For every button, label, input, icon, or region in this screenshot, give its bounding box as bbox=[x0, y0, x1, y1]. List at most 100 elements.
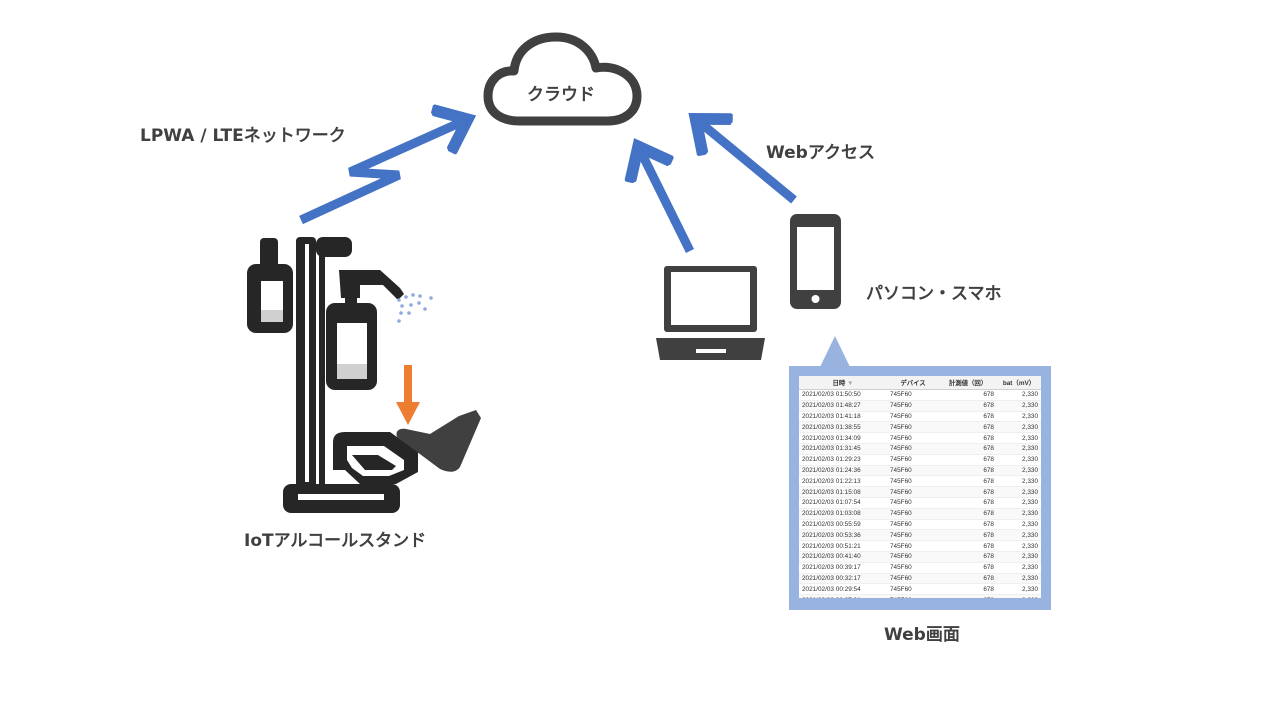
cell-count: 678 bbox=[939, 540, 997, 552]
cell-battery: 2,330 bbox=[997, 583, 1041, 596]
cell-count: 678 bbox=[939, 432, 997, 444]
alcohol-stand-label: IoTアルコールスタンド bbox=[244, 531, 427, 551]
cloud-label: クラウド bbox=[527, 85, 595, 105]
cell-battery: 2,330 bbox=[997, 594, 1041, 598]
table-header-row: 日時 ▼ デバイス 計測値（回） bat（mV） bbox=[799, 376, 1041, 390]
cell-device: 745F60 bbox=[887, 411, 939, 423]
cell-date: 2021/02/03 00:51:21 bbox=[799, 540, 887, 552]
cell-date: 2021/02/03 01:29:23 bbox=[799, 454, 887, 466]
column-header-count[interactable]: 計測値（回） bbox=[939, 376, 997, 390]
cell-battery: 2,330 bbox=[997, 519, 1041, 531]
cell-device: 745F60 bbox=[887, 594, 939, 598]
cell-battery: 2,330 bbox=[997, 508, 1041, 520]
cell-count: 678 bbox=[939, 519, 997, 531]
smartphone-icon bbox=[790, 214, 841, 309]
cell-date: 2021/02/03 00:27:31 bbox=[799, 594, 887, 598]
cell-device: 745F60 bbox=[887, 583, 939, 596]
cell-battery: 2,330 bbox=[997, 529, 1041, 542]
cell-date: 2021/02/03 01:50:50 bbox=[799, 389, 887, 401]
cell-device: 745F60 bbox=[887, 432, 939, 444]
cell-date: 2021/02/03 01:41:18 bbox=[799, 411, 887, 423]
cell-battery: 2,330 bbox=[997, 497, 1041, 509]
cell-count: 678 bbox=[939, 475, 997, 488]
network-label: LPWA / LTEネットワーク bbox=[140, 126, 346, 146]
cell-date: 2021/02/03 01:24:36 bbox=[799, 465, 887, 477]
cell-count: 678 bbox=[939, 421, 997, 434]
cell-battery: 2,330 bbox=[997, 540, 1041, 552]
cell-device: 745F60 bbox=[887, 573, 939, 585]
cell-device: 745F60 bbox=[887, 443, 939, 455]
cell-date: 2021/02/03 00:55:59 bbox=[799, 519, 887, 531]
cell-count: 678 bbox=[939, 594, 997, 598]
column-header-device[interactable]: デバイス bbox=[887, 376, 939, 390]
foot-icon bbox=[396, 410, 481, 472]
web-access-label: Webアクセス bbox=[766, 143, 875, 163]
devices-label: パソコン・スマホ bbox=[866, 284, 1002, 304]
sort-down-icon[interactable]: ▼ bbox=[847, 380, 854, 387]
cell-date: 2021/02/03 01:03:08 bbox=[799, 508, 887, 520]
cell-date: 2021/02/03 00:29:54 bbox=[799, 583, 887, 596]
cell-battery: 2,330 bbox=[997, 411, 1041, 423]
cell-device: 745F60 bbox=[887, 475, 939, 488]
cell-count: 678 bbox=[939, 389, 997, 401]
cell-date: 2021/02/03 00:41:40 bbox=[799, 551, 887, 563]
cell-battery: 2,330 bbox=[997, 421, 1041, 434]
cell-battery: 2,330 bbox=[997, 400, 1041, 412]
cell-device: 745F60 bbox=[887, 389, 939, 401]
cell-date: 2021/02/03 01:15:08 bbox=[799, 486, 887, 498]
column-header-date[interactable]: 日時 ▼ bbox=[799, 376, 887, 390]
cell-device: 745F60 bbox=[887, 421, 939, 434]
cell-battery: 2,330 bbox=[997, 486, 1041, 498]
cell-battery: 2,330 bbox=[997, 573, 1041, 585]
web-panel-pointer bbox=[820, 336, 850, 367]
laptop-icon bbox=[656, 266, 765, 360]
cell-battery: 2,330 bbox=[997, 454, 1041, 466]
cell-device: 745F60 bbox=[887, 551, 939, 563]
cell-battery: 2,330 bbox=[997, 475, 1041, 488]
cell-date: 2021/02/03 01:38:55 bbox=[799, 421, 887, 434]
cell-date: 2021/02/03 01:34:09 bbox=[799, 432, 887, 444]
step-down-arrow bbox=[396, 365, 420, 425]
cell-date: 2021/02/03 00:39:17 bbox=[799, 562, 887, 574]
cell-battery: 2,330 bbox=[997, 443, 1041, 455]
cell-count: 678 bbox=[939, 551, 997, 563]
cell-device: 745F60 bbox=[887, 519, 939, 531]
cell-count: 678 bbox=[939, 400, 997, 412]
cell-battery: 2,330 bbox=[997, 465, 1041, 477]
laptop-to-cloud-arrow bbox=[639, 148, 695, 253]
cell-battery: 2,330 bbox=[997, 432, 1041, 444]
cell-device: 745F60 bbox=[887, 465, 939, 477]
cell-date: 2021/02/03 01:07:54 bbox=[799, 497, 887, 509]
cell-count: 678 bbox=[939, 529, 997, 542]
cell-count: 678 bbox=[939, 508, 997, 520]
cell-count: 678 bbox=[939, 583, 997, 596]
web-screen-label: Web画面 bbox=[884, 625, 960, 645]
cloud-icon bbox=[483, 32, 642, 126]
phone-to-cloud-arrow bbox=[697, 120, 797, 204]
cell-date: 2021/02/03 01:48:27 bbox=[799, 400, 887, 412]
cell-count: 678 bbox=[939, 443, 997, 455]
cell-count: 678 bbox=[939, 411, 997, 423]
measurement-table: 日時 ▼ デバイス 計測値（回） bat（mV） 2021/02/03 01:5… bbox=[799, 376, 1041, 598]
cell-count: 678 bbox=[939, 497, 997, 509]
web-screen-panel: 日時 ▼ デバイス 計測値（回） bat（mV） 2021/02/03 01:5… bbox=[789, 366, 1051, 610]
cell-device: 745F60 bbox=[887, 454, 939, 466]
spray-mist bbox=[397, 293, 433, 323]
cell-battery: 2,330 bbox=[997, 562, 1041, 574]
cell-battery: 2,330 bbox=[997, 389, 1041, 401]
column-header-battery[interactable]: bat（mV） bbox=[997, 376, 1041, 390]
table-row: 2021/02/03 00:27:31745F606782,330 bbox=[799, 594, 1041, 598]
cell-device: 745F60 bbox=[887, 508, 939, 520]
